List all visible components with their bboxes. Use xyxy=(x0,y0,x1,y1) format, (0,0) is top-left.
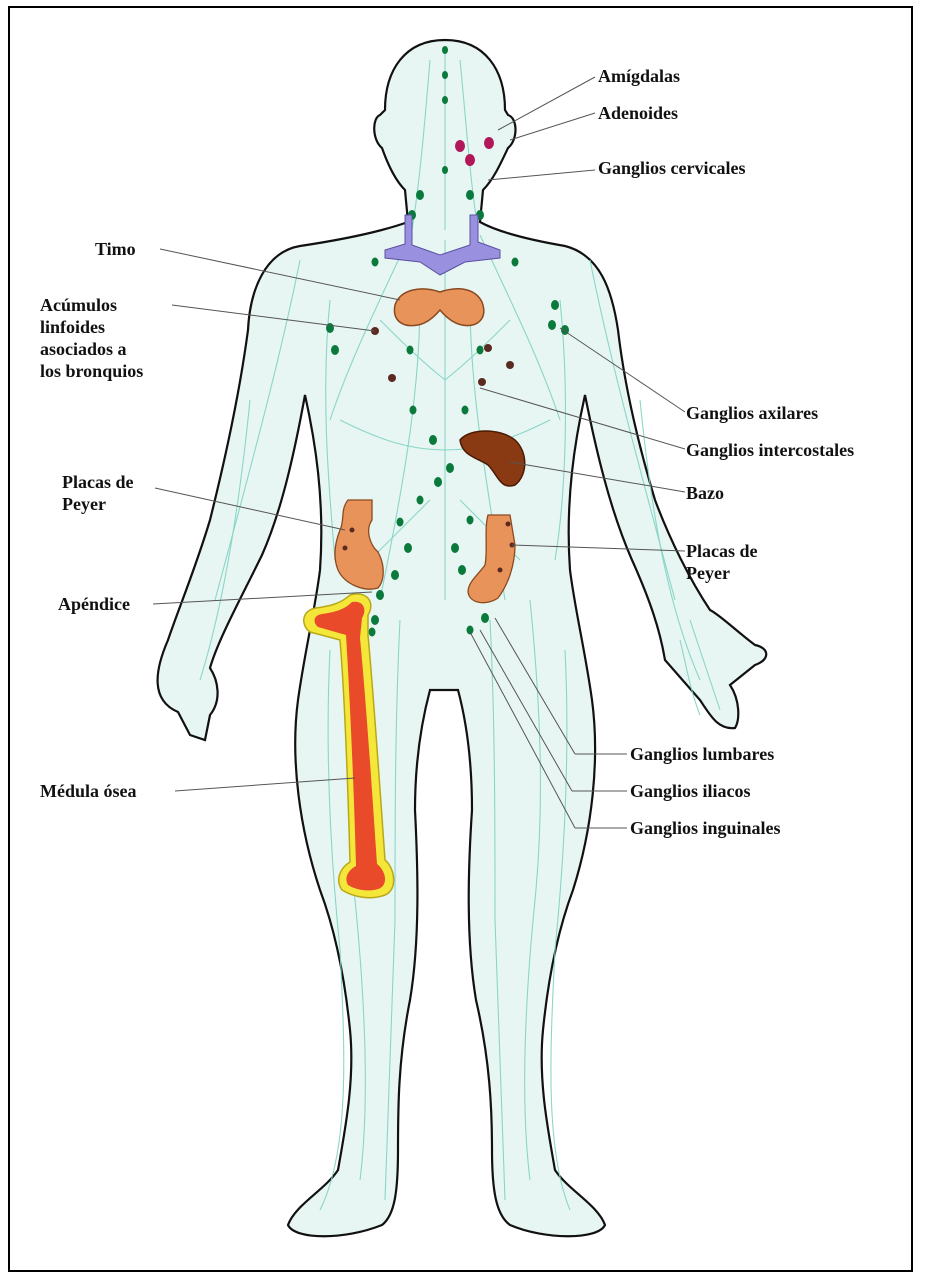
label-ganglios-lumbares: Ganglios lumbares xyxy=(630,743,774,765)
label-placas-peyer-right: Placas de Peyer xyxy=(686,540,758,584)
label-timo: Timo xyxy=(95,238,136,260)
body-silhouette xyxy=(158,40,767,1236)
label-ganglios-cervicales: Ganglios cervicales xyxy=(598,157,745,179)
label-ganglios-iliacos: Ganglios iliacos xyxy=(630,780,751,802)
label-adenoides: Adenoides xyxy=(598,102,678,124)
label-amigdalas: Amígdalas xyxy=(598,65,680,87)
label-bazo: Bazo xyxy=(686,482,724,504)
label-medula-osea: Médula ósea xyxy=(40,780,137,802)
label-apendice: Apéndice xyxy=(58,593,130,615)
label-ganglios-inguinales: Ganglios inguinales xyxy=(630,817,781,839)
label-ganglios-axilares: Ganglios axilares xyxy=(686,402,818,424)
label-ganglios-intercostales: Ganglios intercostales xyxy=(686,439,854,461)
label-placas-peyer-left: Placas de Peyer xyxy=(62,471,134,515)
label-acumulos-linfoides: Acúmulos linfoides asociados a los bronq… xyxy=(40,294,143,382)
